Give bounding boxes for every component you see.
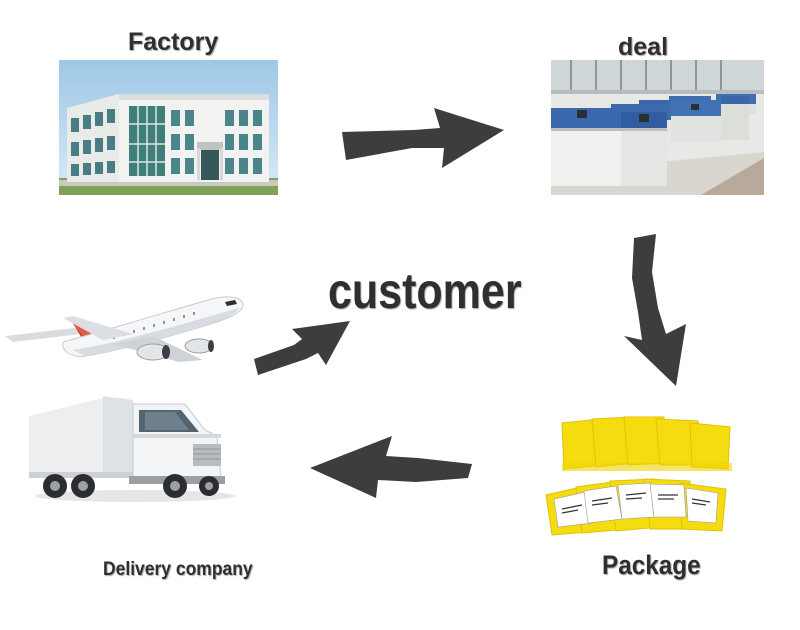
arrow-deal-to-package-icon	[624, 234, 686, 386]
arrow-factory-to-deal-icon	[342, 108, 504, 168]
factory-label: Factory	[128, 28, 219, 56]
arrow-package-to-delivery-icon	[310, 436, 472, 498]
package-envelopes-icon	[545, 416, 732, 536]
delivery-truck-icon	[29, 396, 235, 502]
office-cubicles-icon	[551, 60, 764, 195]
customer-label: customer	[328, 263, 522, 319]
factory-building-icon	[59, 60, 278, 195]
deal-label: deal	[618, 33, 669, 61]
airplane-icon	[5, 296, 244, 362]
package-label: Package	[602, 550, 701, 580]
arrow-to-customer-icon	[254, 321, 350, 375]
delivery-company-label: Delivery company	[103, 559, 253, 580]
